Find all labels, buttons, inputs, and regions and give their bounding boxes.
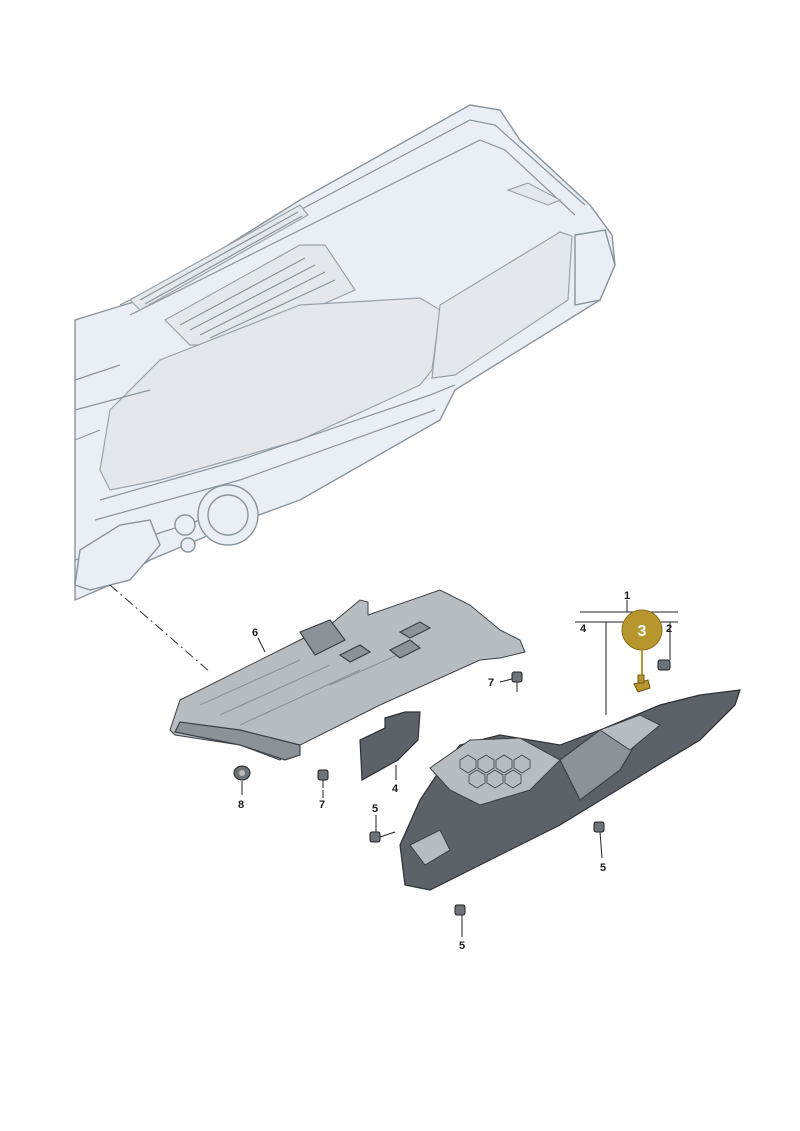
screw-5b [593,821,605,833]
center-air-vent [164,244,356,346]
part-3-highlighted-screw [633,674,651,693]
alignment-line [109,584,211,673]
screw-5c [454,904,466,916]
screw-5a [369,831,396,843]
passenger-trim-panel [431,231,573,379]
callout-label-6: 6 [252,627,258,639]
callout-bracket [575,600,678,715]
callout-label-5-right: 5 [600,862,606,874]
part-1-glovebox-assembly [399,689,741,891]
defrost-vent-grille [139,211,303,305]
clip-2 [657,659,671,671]
side-air-vent [506,182,562,206]
screw-7b [317,769,329,788]
callout-label-8: 8 [238,799,244,811]
callout-label-4-flap: 4 [392,783,399,795]
clip-8 [233,765,251,781]
screw-7a [511,671,523,692]
callout-label-5-left: 5 [372,803,378,815]
callout-label-4-bracket: 4 [580,623,587,635]
callout-label-7-upper: 7 [488,677,494,689]
callout-label-1: 1 [624,590,630,602]
callout-label-3: 3 [638,623,647,640]
part-4-cover-flap [359,711,421,781]
callout-label-7-lower: 7 [319,799,325,811]
callout-label-5-bottom: 5 [459,940,465,952]
dashboard-illustration [74,104,616,602]
part-6-glovebox-carrier [169,589,526,761]
callout-label-2: 2 [666,623,672,635]
storage-tray-honeycomb [429,737,561,806]
